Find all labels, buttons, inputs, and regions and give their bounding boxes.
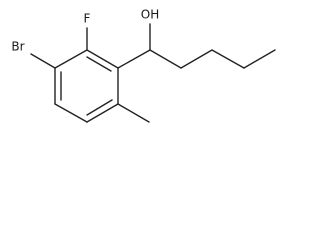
ring-bond-c5-c6 [86,103,119,123]
bond-ring-to-carbinol [117,49,151,69]
bond-ring-to-methyl [117,103,150,123]
chemical-structure-diagram: OH F Br [11,8,276,123]
ring-bond-c2-c3 [54,49,88,69]
benzene-ring [54,49,119,123]
ring-bond-c4-c5 [54,103,88,123]
ring-bond-c1-c2 [86,49,119,69]
ring-double-bond-inner-c1-c2 [86,56,112,72]
fluorine-label: F [84,12,91,26]
chain-bond-2 [180,49,213,69]
bromine-label: Br [11,40,24,54]
chain-bond-3 [211,49,245,69]
hydroxyl-label: OH [141,8,159,22]
ring-double-bond-inner-c5-c6 [86,99,113,116]
chain-bond-1 [149,49,182,69]
bond-ring-to-bromine [30,53,56,69]
chain-bond-4 [243,49,276,69]
